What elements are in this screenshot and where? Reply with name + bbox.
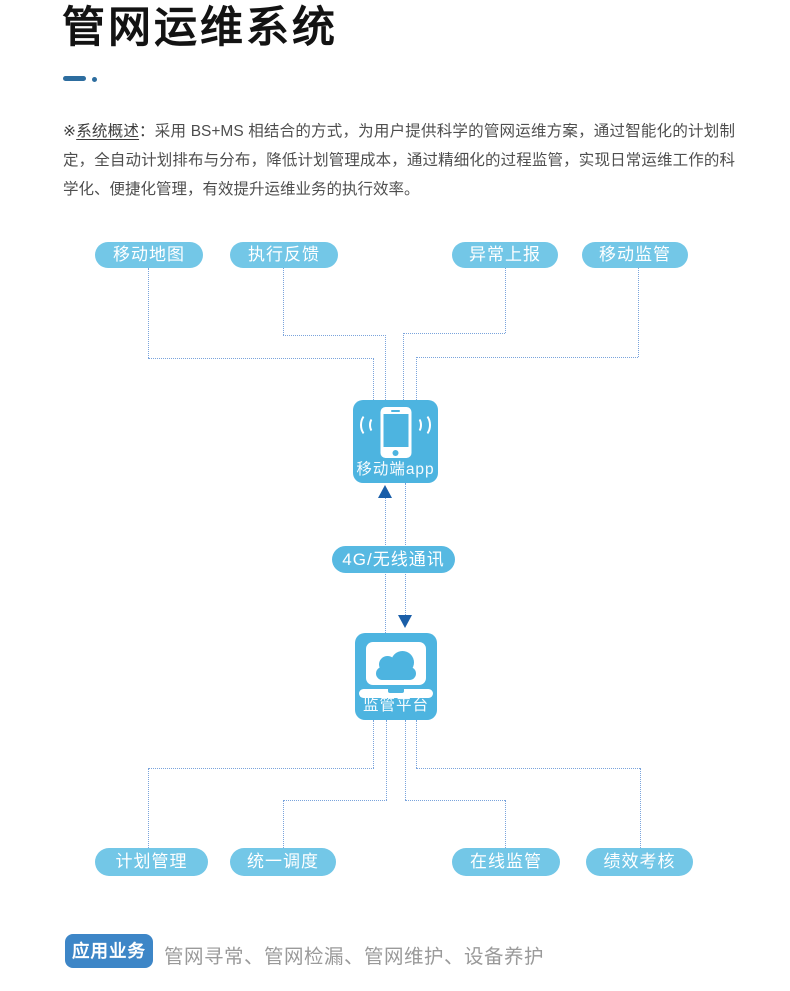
connector-line <box>148 268 149 358</box>
connector-line <box>405 800 505 801</box>
connector-line <box>416 357 638 358</box>
connector-line <box>403 333 404 400</box>
signal-wave-icon <box>360 413 377 437</box>
overview-lead: 系统概述 <box>76 122 140 140</box>
link-4g-wireless-label: 4G/无线通讯 <box>332 546 455 573</box>
system-overview-text: ※系统概述：采用 BS+MS 相结合的方式，为用户提供科学的管网运维方案，通过智… <box>63 117 735 204</box>
mobile-app-box: 移动端app <box>353 400 438 483</box>
cloud-icon <box>376 651 416 680</box>
connector-line <box>148 768 149 848</box>
node-exception-report: 异常上报 <box>452 242 558 268</box>
node-performance-assessment: 绩效考核 <box>586 848 693 876</box>
connector-line <box>148 768 374 769</box>
connector-line <box>416 768 640 769</box>
connector-line <box>640 768 641 848</box>
node-execution-feedback: 执行反馈 <box>230 242 338 268</box>
connector-line <box>373 358 374 400</box>
page-title: 管网运维系统 <box>62 4 338 52</box>
connector-line <box>403 333 505 334</box>
connector-line <box>416 357 417 400</box>
connector-line <box>148 358 374 359</box>
connector-line <box>385 335 386 400</box>
overview-marker: ※ <box>63 122 77 140</box>
overview-body: 采用 BS+MS 相结合的方式，为用户提供科学的管网运维方案，通过智能化的计划制… <box>63 122 735 198</box>
connector-line <box>405 720 406 800</box>
connector-line <box>283 335 386 336</box>
application-business-badge: 应用业务 <box>65 934 153 968</box>
title-accent-dot <box>92 77 97 82</box>
connector-line <box>505 800 506 848</box>
signal-wave-icon <box>412 417 422 433</box>
overview-colon: ： <box>139 122 155 140</box>
node-mobile-supervision: 移动监管 <box>582 242 688 268</box>
connector-line <box>638 268 639 357</box>
connector-line <box>373 720 374 768</box>
smartphone-icon <box>380 407 411 458</box>
connector-line <box>505 268 506 333</box>
signal-wave-icon <box>414 413 431 437</box>
connector-line <box>416 720 417 768</box>
node-mobile-map: 移动地图 <box>95 242 203 268</box>
signal-wave-icon <box>369 417 379 433</box>
connector-line <box>283 800 387 801</box>
node-unified-dispatch: 统一调度 <box>230 848 336 876</box>
title-accent-dash <box>63 76 86 81</box>
mobile-app-label: 移动端app <box>356 461 435 478</box>
application-business-items: 管网寻常、管网检漏、管网维护、设备养护 <box>164 946 545 968</box>
platform-label: 监管平台 <box>362 697 429 714</box>
arrow-up-icon <box>378 485 392 498</box>
arrow-down-icon <box>398 615 412 628</box>
connector-line <box>283 800 284 848</box>
node-online-monitoring: 在线监管 <box>452 848 560 876</box>
connector-line <box>283 268 284 335</box>
platform-box: 监管平台 <box>355 633 437 720</box>
connector-line <box>386 720 387 800</box>
node-plan-management: 计划管理 <box>95 848 208 876</box>
